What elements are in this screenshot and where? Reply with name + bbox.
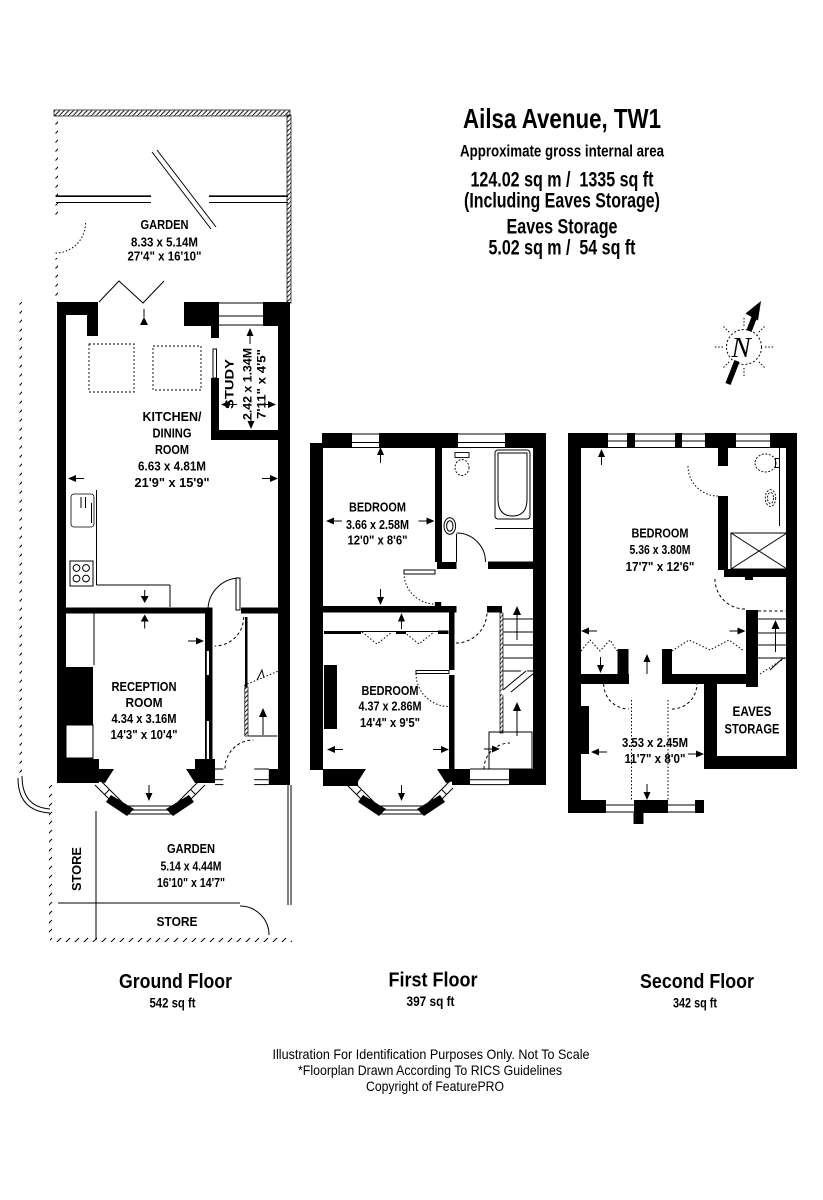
svg-text:5.14 x 4.44M: 5.14 x 4.44M [161, 859, 222, 874]
svg-text:397 sq ft: 397 sq ft [407, 994, 455, 1009]
svg-text:STORAGE: STORAGE [725, 721, 780, 737]
svg-text:EAVES: EAVES [733, 703, 772, 719]
svg-text:2.42 x 1.34M: 2.42 x 1.34M [243, 348, 255, 420]
svg-text:14'4" x 9'5": 14'4" x 9'5" [360, 715, 420, 730]
svg-text:3.53 x 2.45M: 3.53 x 2.45M [622, 735, 688, 750]
svg-text:DINING: DINING [153, 426, 192, 441]
svg-text:542 sq ft: 542 sq ft [150, 996, 196, 1011]
svg-text:BEDROOM: BEDROOM [362, 683, 419, 698]
svg-text:(Including Eaves Storage): (Including Eaves Storage) [464, 189, 660, 213]
svg-text:BEDROOM: BEDROOM [632, 526, 689, 541]
svg-text:Eaves Storage: Eaves Storage [507, 215, 618, 239]
svg-text:14'3" x 10'4": 14'3" x 10'4" [111, 727, 178, 742]
svg-text:7'11" x 4'5": 7'11" x 4'5" [257, 349, 269, 419]
svg-text:17'7" x 12'6": 17'7" x 12'6" [626, 559, 695, 574]
svg-text:11'7" x 8'0": 11'7" x 8'0" [625, 751, 686, 766]
svg-text:First Floor: First Floor [389, 970, 478, 992]
svg-text:STORE: STORE [69, 847, 84, 891]
svg-text:STUDY: STUDY [225, 359, 237, 409]
svg-text:STORE: STORE [157, 914, 198, 929]
svg-text:5.02 sq m / 54 sq ft: 5.02 sq m / 54 sq ft [489, 236, 636, 260]
svg-text:GARDEN: GARDEN [167, 841, 215, 856]
svg-text:124.02 sq m / 1335 sq ft: 124.02 sq m / 1335 sq ft [471, 168, 654, 192]
svg-text:Illustration For Identificatio: Illustration For Identification Purposes… [273, 1046, 590, 1062]
svg-text:12'0" x 8'6": 12'0" x 8'6" [348, 533, 408, 548]
svg-text:Ground Floor: Ground Floor [119, 971, 232, 993]
svg-text:4.34 x 3.16M: 4.34 x 3.16M [112, 711, 177, 726]
svg-text:KITCHEN/: KITCHEN/ [143, 409, 202, 424]
svg-text:3.66 x 2.58M: 3.66 x 2.58M [346, 517, 409, 532]
svg-text:BEDROOM: BEDROOM [349, 500, 406, 515]
svg-text:RECEPTION: RECEPTION [112, 679, 177, 694]
svg-text:27'4" x 16'10": 27'4" x 16'10" [128, 249, 202, 264]
svg-text:21'9" x 15'9": 21'9" x 15'9" [135, 475, 210, 490]
svg-text:GARDEN: GARDEN [141, 217, 189, 232]
svg-text:6.63 x 4.81M: 6.63 x 4.81M [138, 459, 206, 474]
svg-text:Copyright of FeaturePRO: Copyright of FeaturePRO [366, 1078, 504, 1094]
svg-text:342 sq ft: 342 sq ft [673, 996, 717, 1011]
svg-text:N: N [730, 332, 752, 364]
svg-text:*Floorplan Drawn According To: *Floorplan Drawn According To RICS Guide… [298, 1062, 562, 1078]
svg-text:Second Floor: Second Floor [640, 971, 754, 993]
svg-text:Approximate gross internal are: Approximate gross internal area [460, 142, 664, 161]
svg-text:16'10" x 14'7": 16'10" x 14'7" [157, 875, 225, 890]
svg-text:5.36 x 3.80M: 5.36 x 3.80M [630, 542, 691, 557]
svg-text:4.37 x 2.86M: 4.37 x 2.86M [359, 699, 422, 714]
svg-text:Ailsa Avenue, TW1: Ailsa Avenue, TW1 [463, 103, 661, 134]
svg-text:8.33 x 5.14M: 8.33 x 5.14M [131, 235, 198, 250]
svg-text:ROOM: ROOM [155, 442, 189, 457]
svg-text:ROOM: ROOM [126, 695, 163, 710]
